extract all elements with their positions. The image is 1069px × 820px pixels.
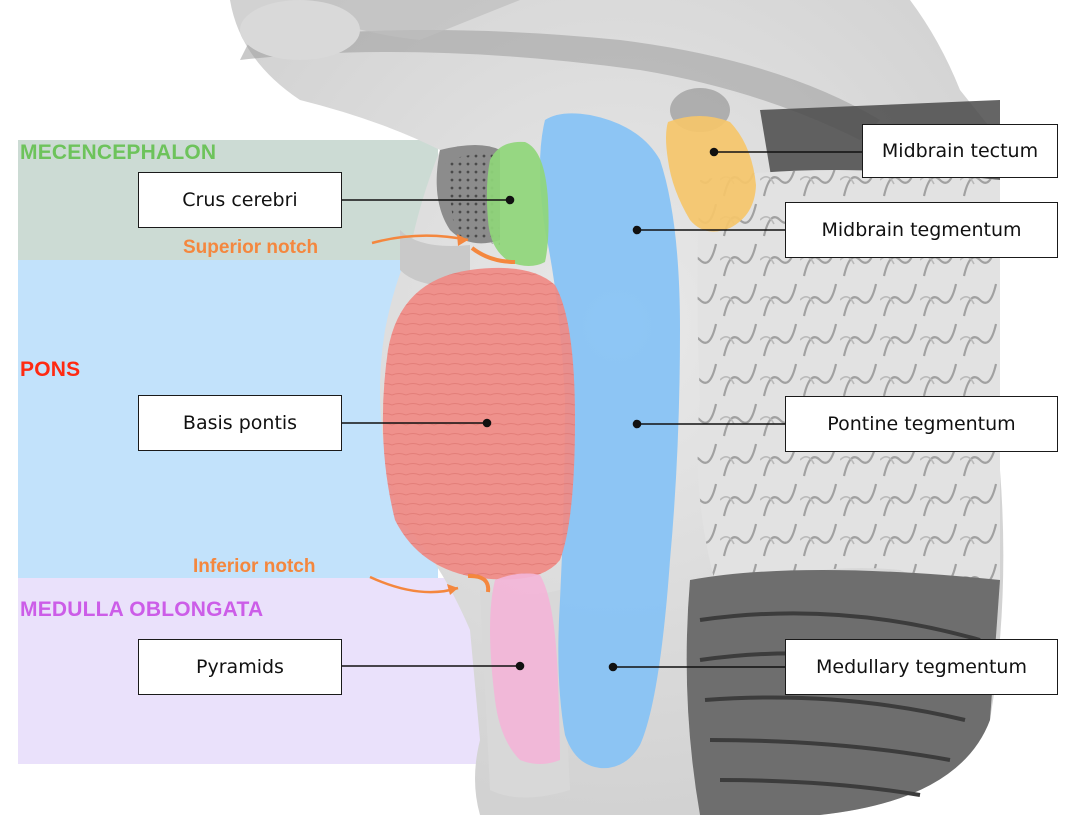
midbrain-tegmentum-dot: [634, 227, 641, 234]
superior-notch-label: Superior notch: [183, 237, 318, 259]
basis-pontis-label: Basis pontis: [138, 395, 342, 451]
pyramids-dot: [517, 663, 524, 670]
medulla-title: MEDULLA OBLONGATA: [20, 598, 263, 622]
upper-left-lobe: [240, 0, 360, 60]
crus-cerebri-region: [487, 142, 549, 266]
medullary-tegmentum-label: Medullary tegmentum: [785, 639, 1058, 695]
pontine-tegmentum-label: Pontine tegmentum: [785, 396, 1058, 452]
midbrain-tectum-label: Midbrain tectum: [862, 124, 1058, 178]
medullary-tegmentum-dot: [610, 664, 617, 671]
mesencephalon-title: MECENCEPHALON: [20, 141, 216, 165]
crus-cerebri-label: Crus cerebri: [138, 172, 342, 228]
tectum-dot: [711, 149, 718, 156]
pyramids-label: Pyramids: [138, 639, 342, 695]
inferior-notch-label: Inferior notch: [193, 556, 315, 578]
basis-pontis-dot: [484, 420, 491, 427]
midbrain-tegmentum-label: Midbrain tegmentum: [785, 202, 1058, 258]
crus-cerebri-dot: [507, 197, 514, 204]
pontine-tegmentum-dot: [634, 421, 641, 428]
pons-title: PONS: [20, 358, 80, 382]
